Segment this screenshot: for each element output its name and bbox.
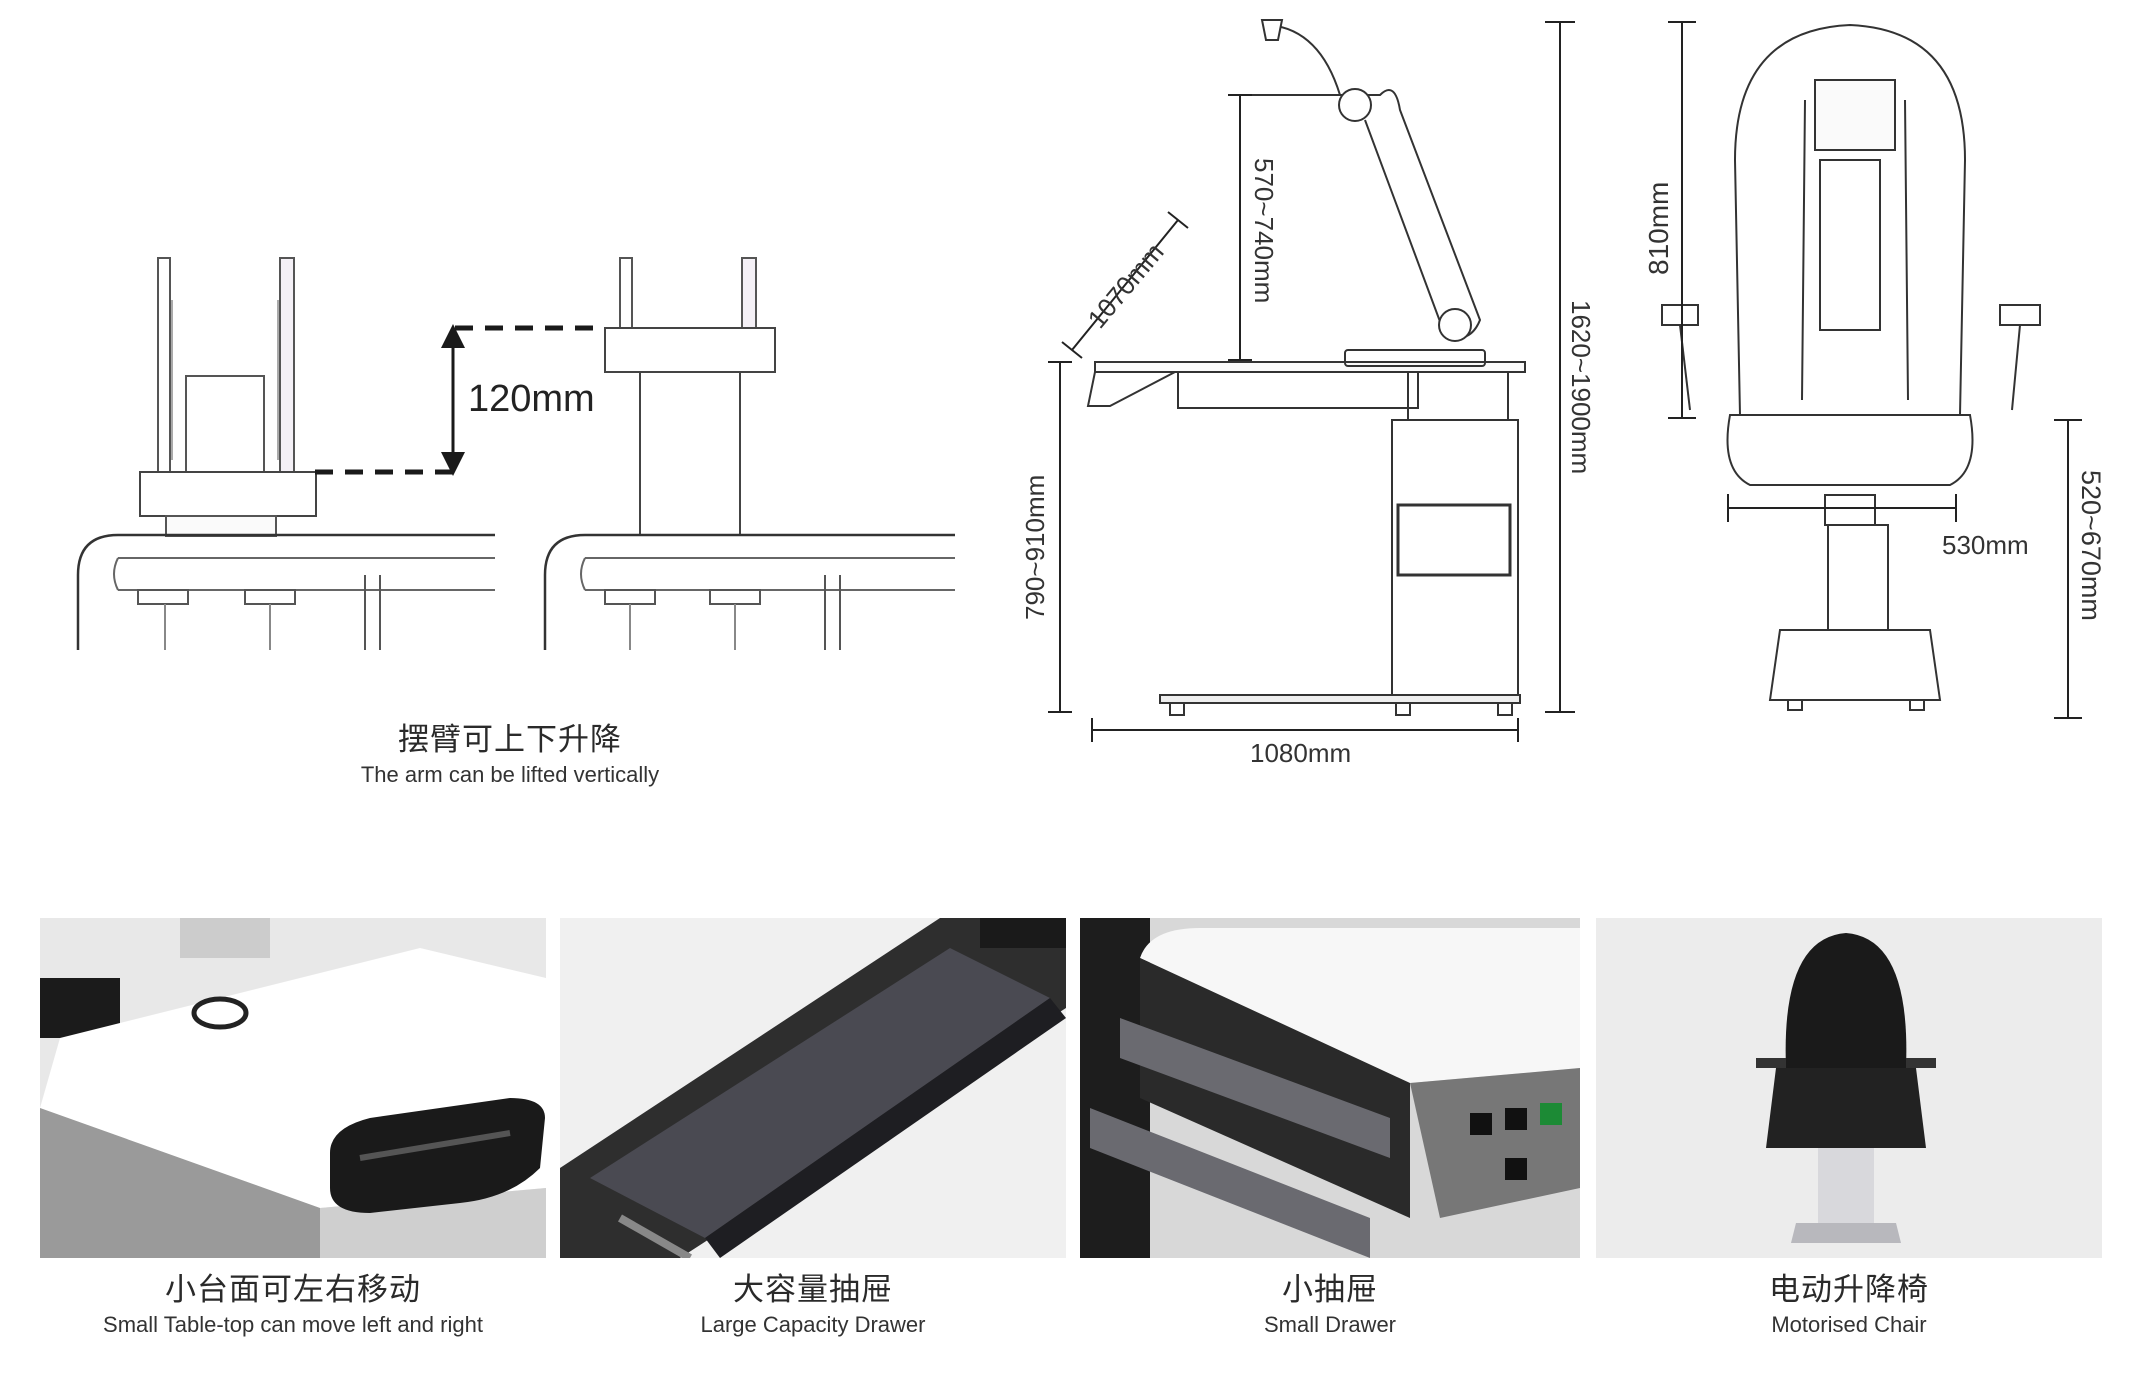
feature-caption-zh: 小台面可左右移动 — [165, 1272, 421, 1308]
dim-overall-height: 1620~1900mm — [1566, 300, 1596, 474]
dim-table-width: 1080mm — [1250, 738, 1351, 768]
feature-caption-small-table-top: 小台面可左右移动 Small Table-top can move left a… — [40, 1270, 546, 1340]
photo-small-table-top — [40, 918, 546, 1258]
feature-caption-zh: 电动升降椅 — [1769, 1272, 1929, 1308]
arm-lift-caption: 摆臂可上下升降 The arm can be lifted vertically — [300, 720, 720, 790]
photo-large-drawer — [560, 918, 1066, 1258]
photo-motorised-chair — [1596, 918, 2102, 1258]
table-dimension-drawing: 570~740mm 1070mm 1620~1900mm 790~910mm 1… — [1020, 19, 1596, 768]
feature-caption-en: Small Table-top can move left and right — [103, 1312, 483, 1337]
feature-caption-motorised-chair: 电动升降椅 Motorised Chair — [1596, 1270, 2102, 1340]
feature-caption-en: Motorised Chair — [1771, 1312, 1927, 1337]
arm-lift-caption-zh: 摆臂可上下升降 — [398, 722, 622, 758]
feature-caption-en: Small Drawer — [1263, 1312, 1397, 1337]
dim-chair-back-height: 810mm — [1643, 182, 1674, 275]
dim-arm-height: 570~740mm — [1249, 158, 1279, 303]
feature-caption-small-drawer: 小抽屉 Small Drawer — [1080, 1270, 1580, 1340]
dim-table-depth: 1070mm — [1082, 237, 1170, 334]
arm-lift-height-label: 120mm — [468, 378, 595, 420]
feature-caption-zh: 小抽屉 — [1282, 1272, 1378, 1308]
dim-chair-seat-height: 520~670mm — [2076, 470, 2106, 621]
dim-table-height: 790~910mm — [1020, 475, 1050, 620]
photo-small-drawer — [1080, 918, 1580, 1258]
feature-caption-en: Large Capacity Drawer — [700, 1312, 926, 1337]
dim-chair-seat-width: 530mm — [1942, 530, 2029, 560]
chair-dimension-drawing: 810mm 530mm 520~670mm — [1643, 21, 2106, 719]
feature-caption-large-drawer: 大容量抽屉 Large Capacity Drawer — [560, 1270, 1066, 1340]
arm-lift-caption-en: The arm can be lifted vertically — [360, 762, 660, 787]
feature-caption-zh: 大容量抽屉 — [733, 1272, 893, 1308]
arm-lift-illustration — [76, 257, 955, 650]
